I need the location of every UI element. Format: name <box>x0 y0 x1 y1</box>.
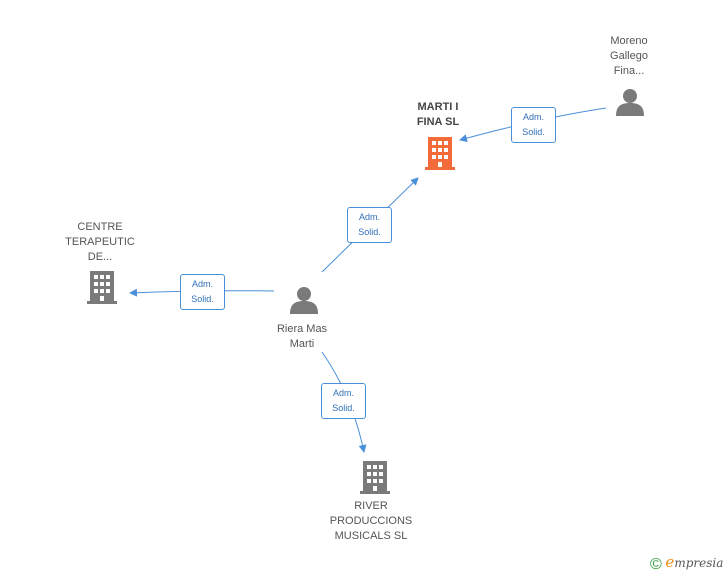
brand-initial: e <box>665 553 675 571</box>
person-icon[interactable] <box>616 89 644 116</box>
node-label-marti-fina[interactable]: MARTI I FINA SL <box>397 100 479 130</box>
copyright-symbol: © <box>650 556 662 573</box>
node-label-line: Marti <box>289 338 315 350</box>
edge-label-riera-marti-fina: Adm. Solid. <box>347 207 392 243</box>
edge-label-line: Adm. <box>191 279 213 289</box>
building-icon[interactable] <box>360 461 390 494</box>
brand-wordmark: empresia <box>665 553 724 571</box>
node-label-line: MUSICALS SL <box>334 530 408 542</box>
node-label-line: Riera Mas <box>276 323 328 335</box>
edge-label-line: Adm. <box>332 388 354 398</box>
node-label-line: TERAPEUTIC <box>65 236 135 248</box>
node-label-line: Fina... <box>613 65 645 77</box>
edge-label-line: Solid. <box>522 127 545 137</box>
edge-label-line: Adm. <box>358 212 380 222</box>
building-icon[interactable] <box>425 137 455 170</box>
node-label-river[interactable]: RIVER PRODUCCIONS MUSICALS SL <box>321 499 421 544</box>
edge-label-line: Solid. <box>332 403 355 413</box>
node-label-line: Gallego <box>610 50 648 62</box>
node-label-line: RIVER <box>354 500 388 512</box>
node-label-moreno[interactable]: Moreno Gallego Fina... <box>588 34 670 79</box>
person-icon[interactable] <box>290 287 318 314</box>
edge-label-line: Solid. <box>191 294 214 304</box>
building-icon[interactable] <box>87 271 117 304</box>
empresia-logo[interactable]: © empresia <box>650 553 723 573</box>
edge-label-riera-centre: Adm. Solid. <box>180 274 225 310</box>
node-label-line: MARTI I <box>417 101 459 113</box>
edge-label-line: Adm. <box>522 112 544 122</box>
edge-label-line: Solid. <box>358 227 381 237</box>
node-label-line: CENTRE <box>77 221 123 233</box>
node-label-line: Moreno <box>610 35 648 47</box>
brand-rest: mpresia <box>674 556 724 570</box>
node-label-line: DE... <box>87 251 113 263</box>
edge-label-moreno-marti-fina: Adm. Solid. <box>511 107 556 143</box>
node-label-line: FINA SL <box>416 116 460 128</box>
node-label-line: PRODUCCIONS <box>329 515 413 527</box>
edge-label-riera-river: Adm. Solid. <box>321 383 366 419</box>
node-label-centre[interactable]: CENTRE TERAPEUTIC DE... <box>55 220 145 265</box>
node-label-riera[interactable]: Riera Mas Marti <box>262 322 342 352</box>
